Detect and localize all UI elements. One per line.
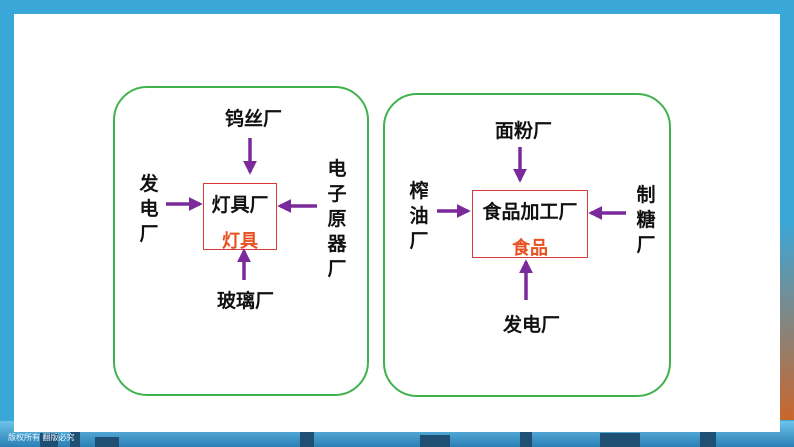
label-electronics-factory: 电子原器厂 xyxy=(327,158,347,280)
label-tungsten-factory: 钨丝厂 xyxy=(225,108,283,130)
label-power-plant-left: 发电厂 xyxy=(139,173,159,245)
food-factory-box: 食品加工厂 食品 xyxy=(472,190,588,259)
label-glass-factory: 玻璃厂 xyxy=(217,290,275,312)
label-flour-mill: 面粉厂 xyxy=(495,120,553,142)
food-product-label: 食品 xyxy=(512,238,548,259)
lamp-factory-box: 灯具厂 灯具 xyxy=(203,183,277,252)
lamp-factory-label: 灯具厂 xyxy=(211,194,269,216)
label-sugar-factory: 制糖厂 xyxy=(636,184,656,256)
panel-food xyxy=(383,93,671,397)
food-factory-label: 食品加工厂 xyxy=(482,201,578,223)
label-oil-press: 榨油厂 xyxy=(409,180,429,252)
label-power-plant-right: 发电厂 xyxy=(503,314,561,336)
decor-strip xyxy=(780,220,794,420)
lamp-product-label: 灯具 xyxy=(222,231,258,252)
footer-text: 版权所有 翻版必究 xyxy=(8,433,75,442)
